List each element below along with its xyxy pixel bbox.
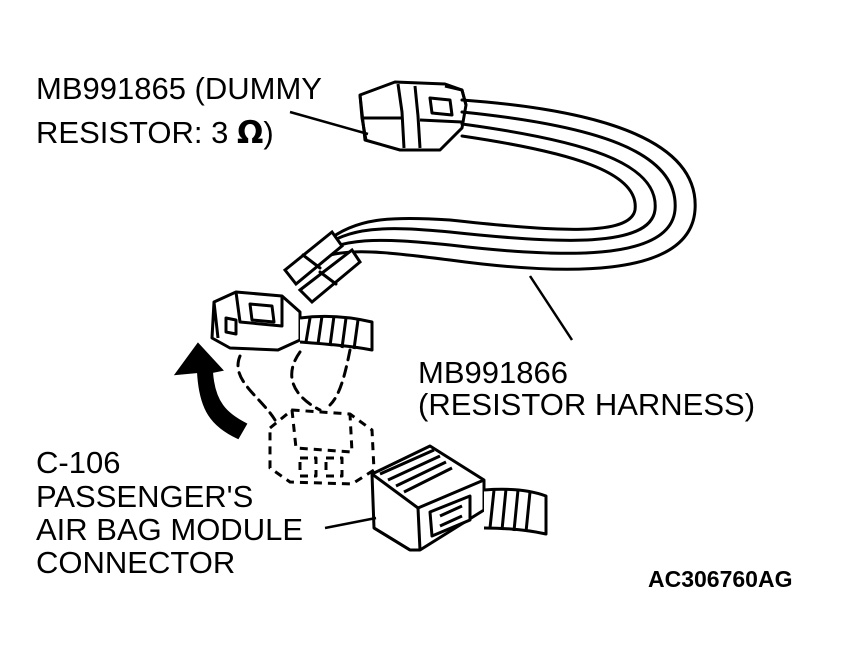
dummy-resistor-label-line1: MB991865 (DUMMY	[36, 71, 322, 106]
ohm-symbol: Ω	[237, 115, 264, 151]
resistor-harness-label-line1: MB991866	[418, 355, 568, 390]
dummy-resistor-label-line2: RESISTOR: 3 Ω)	[36, 115, 274, 151]
connector-leader	[324, 516, 377, 530]
connection-path-hint	[236, 348, 352, 422]
connector-label-line2: PASSENGER'S	[36, 479, 254, 514]
figure-code: AC306760AG	[648, 566, 793, 592]
dummy-resistor-icon	[358, 80, 468, 152]
ghost-connector-outline	[268, 408, 376, 486]
harness-leader	[528, 275, 574, 341]
dummy-resistor-leader	[289, 110, 369, 136]
harness-plug-icon	[210, 290, 374, 352]
airbag-connector-icon	[370, 444, 548, 552]
insert-direction-arrow-icon	[173, 342, 248, 440]
connector-label-line1: C-106	[36, 445, 121, 480]
connector-label-line4: CONNECTOR	[36, 545, 236, 580]
resistor-harness-icon	[282, 98, 697, 305]
dummy-resistor-value: RESISTOR: 3	[36, 115, 237, 150]
resistor-harness-label-line2: (RESISTOR HARNESS)	[418, 387, 756, 422]
dummy-resistor-close: )	[263, 115, 274, 150]
leader-lines	[289, 110, 574, 530]
connector-label-line3: AIR BAG MODULE	[36, 512, 303, 547]
